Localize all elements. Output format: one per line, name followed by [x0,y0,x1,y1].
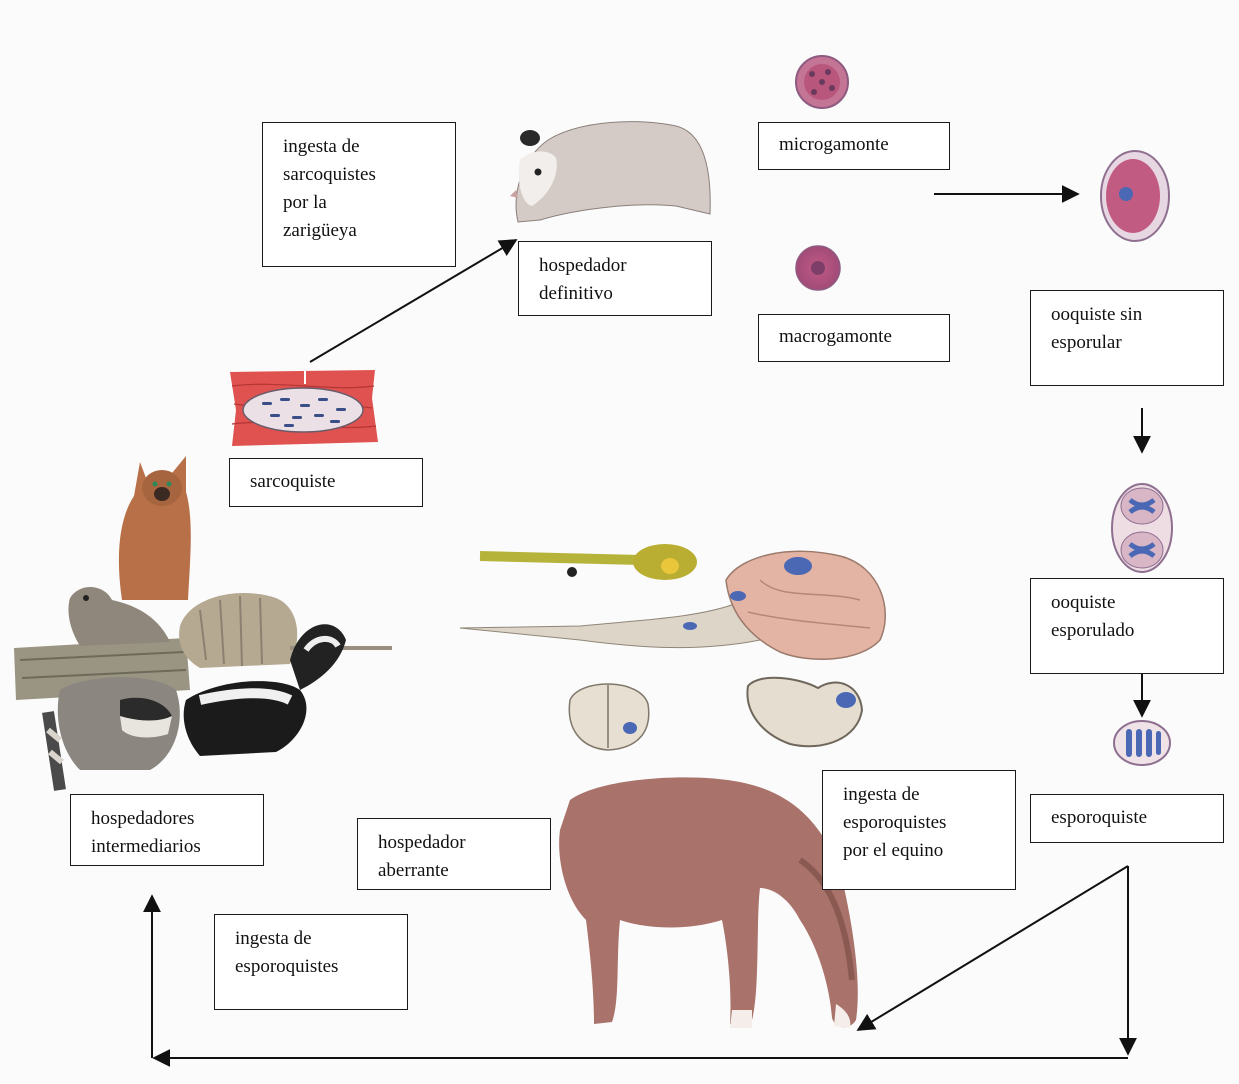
sporocyst-image [1114,721,1170,765]
label-hospedadores-intermediarios: hospedadores intermediarios [70,794,264,866]
unsporulated-oocyst-image [1101,151,1169,241]
label-microgamonte: microgamonte [758,122,950,170]
label-esporoquiste: esporoquiste [1030,794,1224,843]
label-ingesta-esporoquistes: ingesta de esporoquistes [214,914,408,1010]
label-hospedador-definitivo: hospedador definitivo [518,241,712,316]
horse-image [559,777,858,1028]
sporulated-oocyst-image [1112,484,1172,572]
label-ooquiste-sin-esporular: ooquiste sin esporular [1030,290,1224,386]
label-ingesta-equino: ingesta de esporoquistes por el equino [822,770,1016,890]
microgamont-image [796,56,848,108]
label-ingesta-zarigueya: ingesta de sarcoquistes por la zarigüeya [262,122,456,267]
macrogamont-image [796,246,840,290]
opossum-image [510,122,710,222]
label-sarcoquiste: sarcoquiste [229,458,423,507]
label-ooquiste-esporulado: ooquiste esporulado [1030,578,1224,674]
label-macrogamonte: macrogamonte [758,314,950,362]
sarcocyst-muscle-image [230,370,378,446]
label-hospedador-aberrante: hospedador aberrante [357,818,551,890]
arrow-sporocyst-to-horse [858,866,1128,1030]
nervous-tissue-image [460,544,885,750]
